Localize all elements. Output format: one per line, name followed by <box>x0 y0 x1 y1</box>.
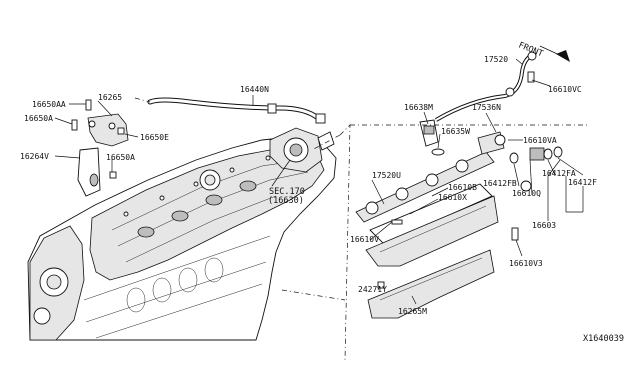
label-16440N: 16440N <box>240 85 269 94</box>
label-16264V: 16264V <box>20 152 49 161</box>
label-16265: 16265 <box>98 93 122 102</box>
label-16610B: 16610B <box>448 183 477 192</box>
fuel-rail-injector-assembly <box>355 51 563 319</box>
label-24271Y: 24271Y <box>358 285 387 294</box>
label-16412FA: 16412FA <box>542 169 576 178</box>
label-16650A-top: 16650A <box>24 114 53 123</box>
label-16610VC: 16610VC <box>548 85 582 94</box>
label-17536N: 17536N <box>472 103 501 112</box>
fuel-feed-hose-16440N <box>147 97 326 124</box>
label-16265M: 16265M <box>398 307 427 316</box>
engine-cylinder-head-drawing <box>27 135 337 341</box>
exploded-view-boundary <box>134 97 590 361</box>
label-16412FB: 16412FB <box>483 179 517 188</box>
label-16603: 16603 <box>532 221 556 230</box>
bracket-assembly-16265 <box>71 99 129 197</box>
label-16650AA: 16650AA <box>32 100 66 109</box>
label-17520U: 17520U <box>372 171 401 180</box>
label-16610X: 16610X <box>438 193 467 202</box>
label-16650A-bottom: 16650A <box>106 153 135 162</box>
front-arrow-icon <box>539 45 570 62</box>
label-16610Q: 16610Q <box>512 189 541 198</box>
diagram-id: X1640039 <box>583 334 624 344</box>
leader-lines <box>54 58 584 305</box>
label-17520: 17520 <box>484 55 508 64</box>
label-sec170: SEC.170 <box>269 187 305 197</box>
label-16610VA: 16610VA <box>523 136 557 145</box>
high-pressure-fuel-pump <box>269 127 335 173</box>
label-16610V3: 16610V3 <box>509 259 543 268</box>
label-16638M: 16638M <box>404 103 433 112</box>
label-16412F: 16412F <box>568 178 597 187</box>
label-16610V: 16610V <box>350 235 379 244</box>
label-16650E: 16650E <box>140 133 169 142</box>
label-16635W: 16635W <box>441 127 470 136</box>
label-sec170-ref: (16630) <box>268 196 304 206</box>
